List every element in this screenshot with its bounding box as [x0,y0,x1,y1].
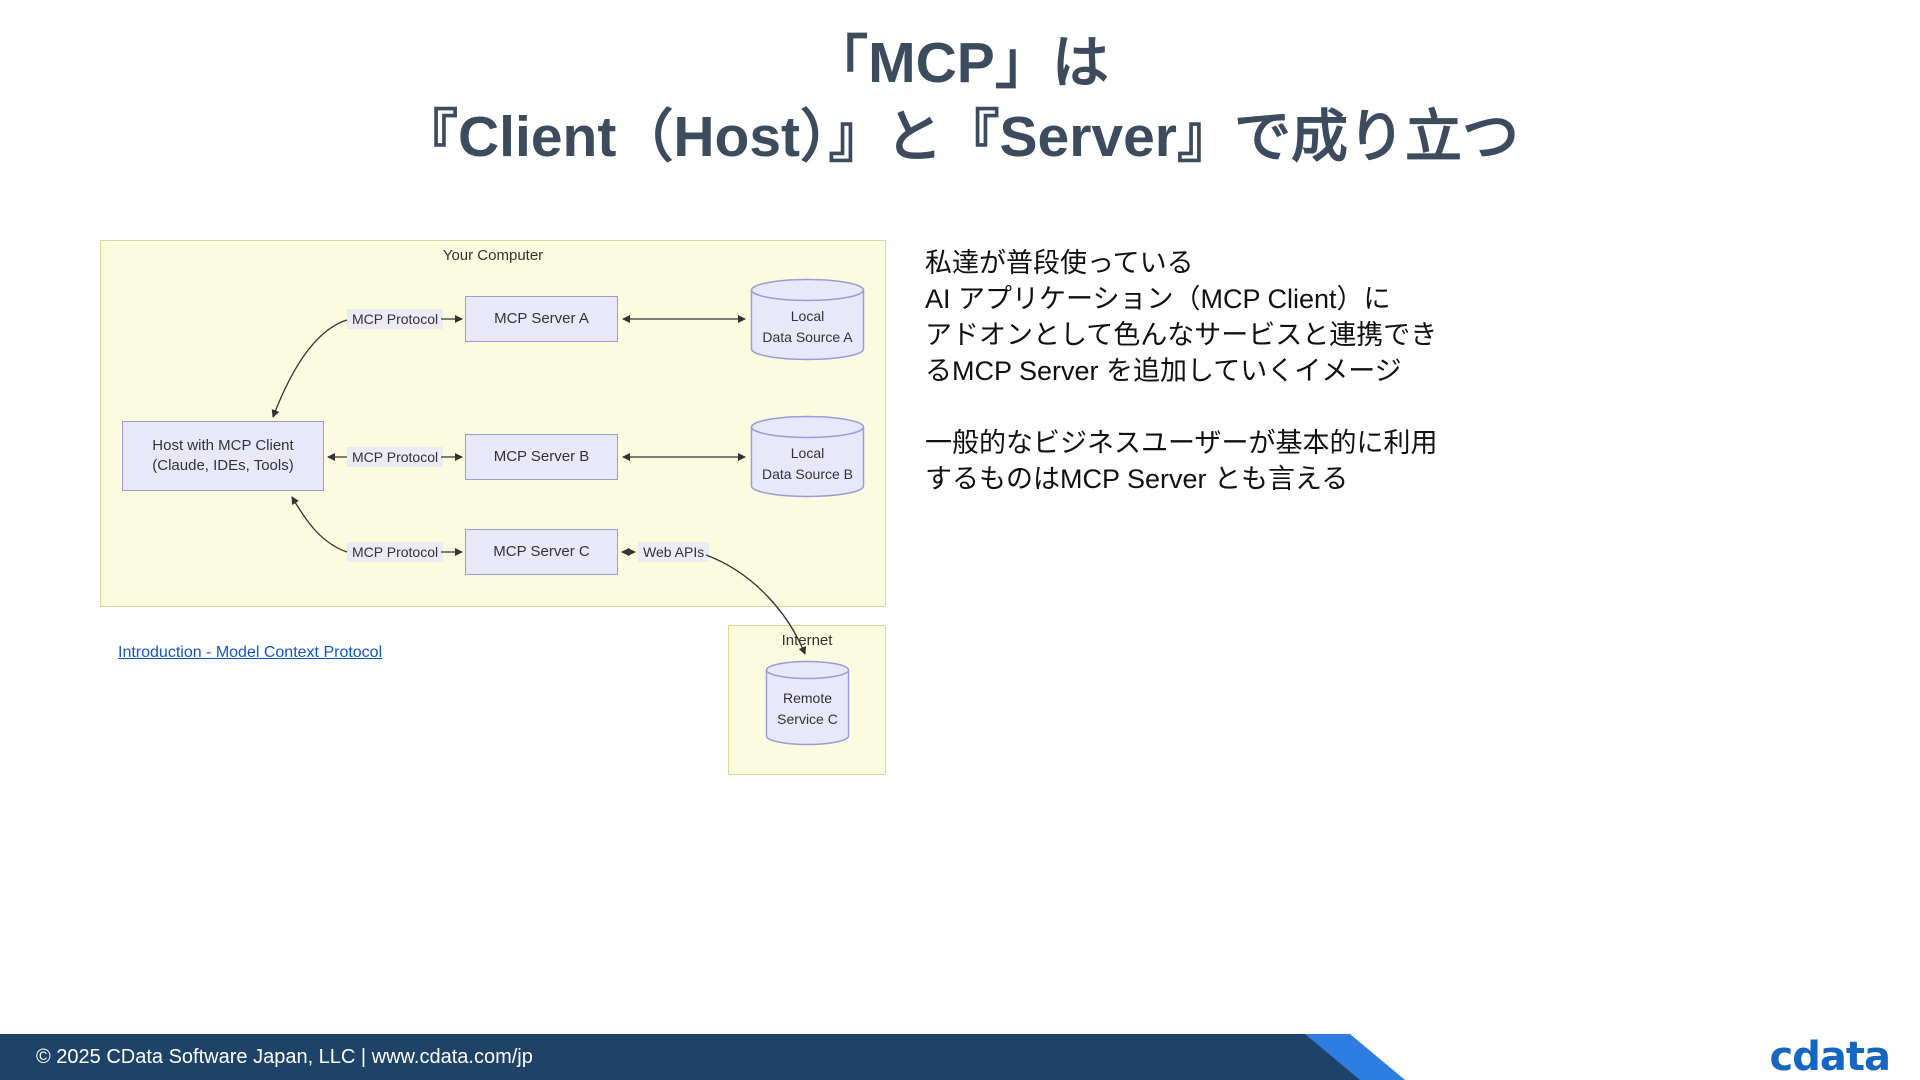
database-cylinder-icon [750,278,865,361]
title-line2: 『Client（Host）』と『Server』で成り立つ [401,105,1519,170]
host-with-mcp-client-box: Host with MCP Client (Claude, IDEs, Tool… [122,421,324,491]
database-cylinder-icon [750,415,865,498]
local-data-source-b-cylinder: Local Data Source B [750,415,865,499]
mcp-architecture-diagram: Your Computer Host with MCP Client (Clau… [100,240,900,785]
body-text: 私達が普段使っている AI アプリケーション（MCP Client）に アドオン… [925,246,1545,533]
body-paragraph-2: 一般的なビジネスユーザーが基本的に利用 するものはMCP Server とも言え… [925,427,1438,494]
mcp-protocol-label-c: MCP Protocol [347,542,444,562]
mcp-protocol-label-b: MCP Protocol [347,447,444,467]
mcp-server-c-box: MCP Server C [465,529,618,575]
remote-service-c-label: Remote Service C [777,690,838,727]
local-data-source-a-cylinder: Local Data Source A [750,278,865,362]
body-paragraph-1: 私達が普段使っている AI アプリケーション（MCP Client）に アドオン… [925,248,1438,386]
footer: © 2025 CData Software Japan, LLC | www.c… [0,1034,1920,1080]
database-cylinder-icon [765,660,850,746]
web-apis-label: Web APIs [638,542,710,562]
cdata-logo: cdata [1769,1034,1891,1080]
remote-service-c-cylinder: Remote Service C [765,660,850,746]
internet-label: Internet [781,632,833,649]
local-data-source-b-label: Local Data Source B [761,445,854,482]
cdata-logo-text: cdata [1769,1034,1891,1080]
title-line1: 「MCP」は [811,31,1109,95]
your-computer-label: Your Computer [442,247,544,264]
footer-bar: © 2025 CData Software Japan, LLC | www.c… [0,1034,1360,1080]
local-data-source-a-label: Local Data Source A [762,308,853,345]
mcp-protocol-label-a: MCP Protocol [347,309,444,329]
page-title: 「MCP」は『Client（Host）』と『Server』で成り立つ [0,26,1920,174]
mcp-server-a-box: MCP Server A [465,296,618,342]
mcp-server-b-box: MCP Server B [465,434,618,480]
footer-copyright: © 2025 CData Software Japan, LLC | www.c… [36,1045,533,1068]
link-introduction-model-context-protocol[interactable]: Introduction - Model Context Protocol [118,644,383,661]
